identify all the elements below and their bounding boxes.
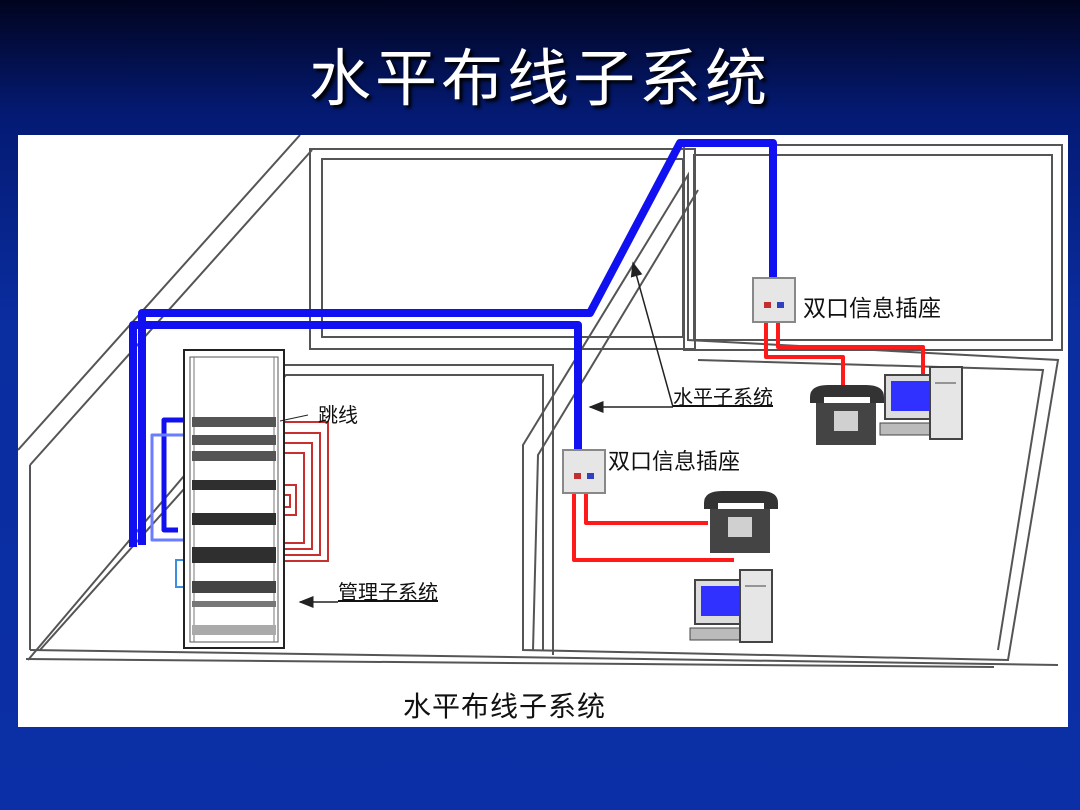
diagram-caption: 水平布线子系统 <box>403 690 607 723</box>
computer-icon <box>879 366 963 440</box>
computer-icon <box>689 569 773 643</box>
jumper-leader-line <box>279 414 309 422</box>
floor-plan-svg <box>18 135 1063 668</box>
label-outlet-upper: 双口信息插座 <box>803 296 941 322</box>
label-horizontal-subsystem: 水平子系统 <box>673 385 773 409</box>
label-outlet-lower: 双口信息插座 <box>608 450 741 475</box>
callout-arrows <box>298 261 674 608</box>
building-outline <box>18 135 1063 668</box>
telephone-icon <box>810 385 884 445</box>
slide-title: 水平布线子系统 <box>308 42 771 115</box>
wall-outlet-icon <box>752 277 796 323</box>
wall-outlet-icon <box>562 449 606 494</box>
jumper-cables <box>280 421 329 562</box>
station-cables <box>572 322 925 562</box>
diagram-panel: 双口信息插座 双口信息插座 水平子系统 跳线 管理子系统 水平布线子系统 <box>18 135 1068 727</box>
equipment-rack-icon <box>183 349 285 649</box>
label-management-subsystem: 管理子系统 <box>338 580 438 604</box>
telephone-icon <box>704 491 778 553</box>
label-jumper: 跳线 <box>318 403 358 427</box>
